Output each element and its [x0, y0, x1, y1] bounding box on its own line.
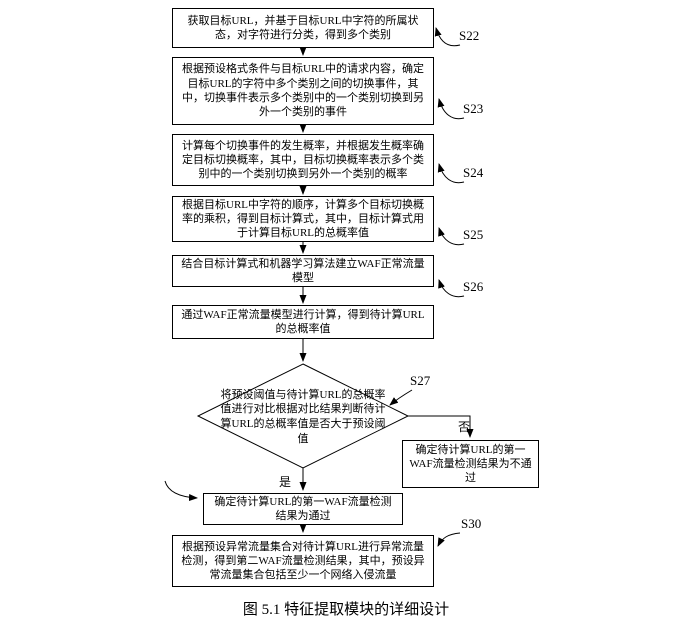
step-box-s26: 结合目标计算式和机器学习算法建立WAF正常流量模型: [172, 255, 434, 287]
step-box-s24: 计算每个切换事件的发生概率，并根据发生概率确定目标切换概率，其中，目标切换概率表…: [172, 134, 434, 186]
step-box-s30: 根据预设异常流量集合对待计算URL进行异常流量检测，得到第二WAF流量检测结果，…: [172, 535, 434, 587]
step-label-s30: S30: [461, 516, 482, 531]
branch-label-no: 否: [458, 420, 471, 434]
step-box-s23: 根据预设格式条件与目标URL中的请求内容，确定目标URL的字符中多个类别之间的切…: [172, 57, 434, 125]
leader-yesbox: [164, 480, 198, 502]
leader-s23: [437, 98, 465, 120]
step-label-s22: S22: [459, 28, 480, 43]
decision-diamond-text: 将预设阈值与待计算URL的总概率值进行对比根据对比结果判断待计算URL的总概率值…: [220, 388, 386, 445]
leader-s22: [434, 27, 461, 47]
branch-label-yes: 是: [279, 475, 292, 489]
step-box-compute-total: 通过WAF正常流量模型进行计算，得到待计算URL的总概率值: [172, 305, 434, 339]
yes-result-box: 确定待计算URL的第一WAF流量检测结果为通过: [203, 493, 403, 525]
leader-s27: [389, 389, 413, 406]
figure-caption: 图 5.1 特征提取模块的详细设计: [242, 602, 450, 618]
leader-s26: [438, 279, 465, 298]
step-label-s27: S27: [410, 373, 431, 388]
leader-s25: [438, 227, 465, 246]
leader-s30: [437, 532, 461, 547]
step-label-s26: S26: [463, 279, 484, 294]
no-result-box: 确定待计算URL的第一WAF流量检测结果为不通过: [402, 440, 539, 488]
step-box-s22: 获取目标URL，并基于目标URL中字符的所属状态，对字符进行分类，得到多个类别: [172, 8, 434, 48]
step-label-s25: S25: [463, 227, 484, 242]
leader-s24: [437, 163, 465, 184]
step-label-s24: S24: [463, 165, 484, 180]
step-box-s25: 根据目标URL中字符的顺序，计算多个目标切换概率的乘积，得到目标计算式，其中，目…: [172, 196, 434, 242]
step-label-s23: S23: [463, 101, 484, 116]
